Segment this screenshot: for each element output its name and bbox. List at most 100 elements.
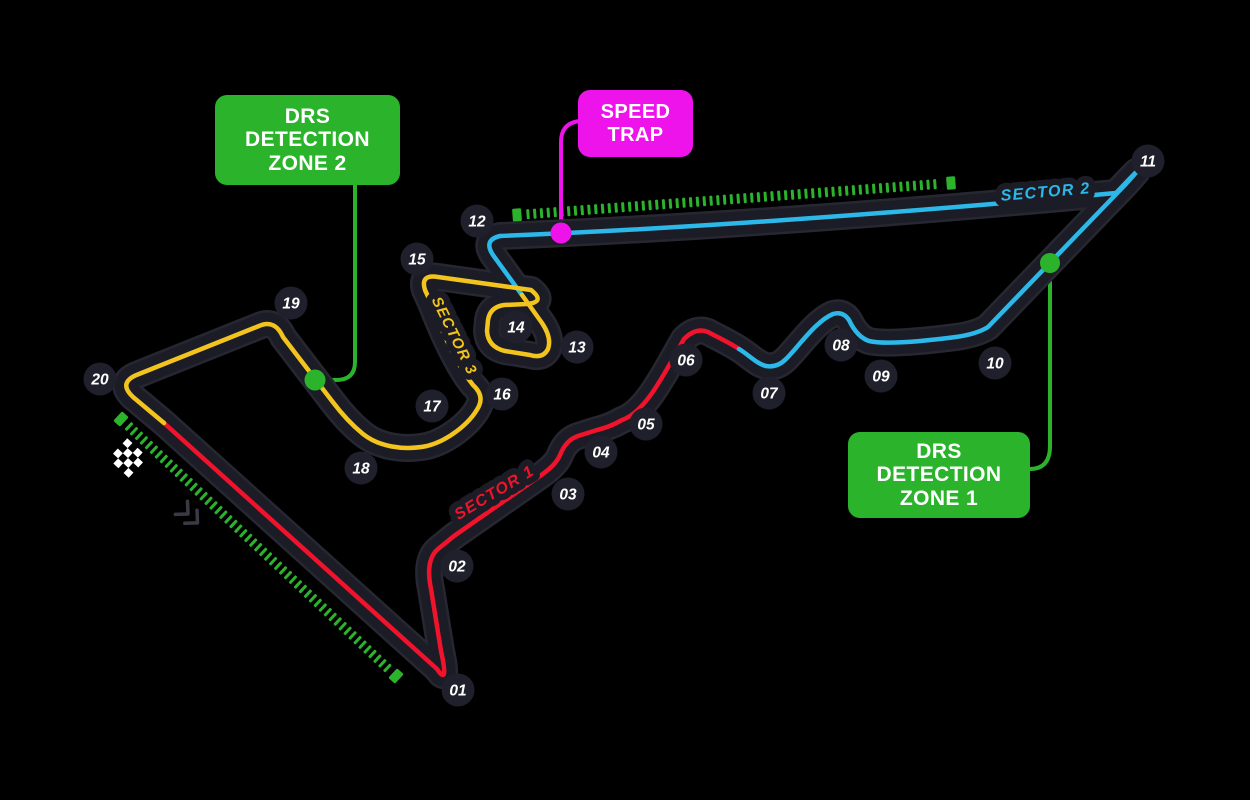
drs-tick bbox=[790, 189, 795, 200]
drs-tick bbox=[831, 186, 835, 197]
drs-tick bbox=[756, 192, 761, 203]
turn-02-badge: 02 bbox=[440, 549, 474, 583]
drs-tick bbox=[219, 510, 228, 519]
drs-tick bbox=[338, 621, 347, 631]
turn-number: 06 bbox=[677, 353, 695, 370]
turn-number: 02 bbox=[448, 559, 466, 576]
sector-1-racing-line bbox=[161, 328, 742, 678]
drs-tick bbox=[348, 631, 357, 640]
drs-tick bbox=[750, 192, 754, 203]
drs-tick bbox=[234, 524, 243, 533]
drs-tick bbox=[709, 195, 713, 206]
drs-tick bbox=[587, 204, 591, 215]
drs-tick bbox=[573, 205, 578, 216]
drs-tick bbox=[695, 196, 700, 207]
turn-04-badge: 04 bbox=[584, 435, 618, 469]
drs-tick bbox=[264, 552, 273, 561]
drs-tick bbox=[259, 547, 268, 557]
drs-tick bbox=[580, 205, 584, 216]
sector-2-racing-line bbox=[487, 169, 1139, 369]
turn-10-badge: 10 bbox=[978, 346, 1012, 380]
drs-tick bbox=[844, 185, 849, 196]
drs-tick bbox=[655, 199, 659, 210]
drs-detection-zone-1-callout: DRS DETECTION ZONE 1 bbox=[848, 432, 1030, 518]
turn-17-badge: 17 bbox=[415, 389, 449, 423]
drs-tick bbox=[353, 635, 362, 645]
drs-tick bbox=[865, 184, 869, 195]
drs-tick bbox=[328, 612, 337, 622]
drs-tick bbox=[164, 459, 173, 468]
turn-05-badge: 05 bbox=[629, 407, 663, 441]
drs-tick bbox=[363, 645, 372, 654]
drs-tick bbox=[607, 203, 612, 214]
drs-tick bbox=[722, 194, 727, 205]
flag-cell bbox=[123, 458, 134, 468]
drs-tick bbox=[204, 496, 213, 506]
turn-07-badge: 07 bbox=[752, 376, 786, 410]
drs-tick bbox=[668, 198, 673, 209]
drs-tick bbox=[318, 603, 327, 612]
drs-tick bbox=[323, 607, 332, 617]
drs-tick bbox=[926, 179, 930, 190]
drs-tick bbox=[702, 196, 707, 207]
drs-tick bbox=[539, 208, 544, 219]
drs-tick bbox=[743, 193, 747, 204]
drs-tick bbox=[838, 186, 842, 197]
drs-tick bbox=[872, 183, 876, 194]
drs-tick bbox=[811, 188, 815, 199]
drs-tick bbox=[288, 575, 298, 584]
turn-number: 17 bbox=[423, 399, 442, 416]
drs-tick bbox=[378, 659, 387, 668]
turn-number: 18 bbox=[352, 461, 370, 478]
drs-zone-1-connector-line bbox=[1026, 261, 1052, 471]
drs-tick bbox=[179, 473, 188, 482]
drs-tick bbox=[368, 649, 377, 659]
drs-tick bbox=[313, 598, 322, 608]
turn-19-badge: 19 bbox=[274, 286, 308, 320]
turn-number: 12 bbox=[468, 214, 486, 231]
flag-cell bbox=[123, 467, 134, 478]
sector-3-racing-line bbox=[124, 274, 552, 451]
drs-tick bbox=[239, 529, 248, 538]
drs-tick bbox=[189, 482, 198, 492]
drs-tick bbox=[804, 188, 808, 199]
turn-number: 10 bbox=[986, 356, 1004, 373]
drs-tick bbox=[553, 207, 557, 218]
turn-number: 09 bbox=[872, 369, 890, 386]
drs-tick bbox=[912, 180, 917, 191]
drs-tick bbox=[358, 640, 367, 649]
drs-tick bbox=[303, 589, 312, 598]
drs-tick bbox=[124, 422, 134, 431]
drs-tick bbox=[919, 180, 924, 191]
drs-tick bbox=[824, 187, 829, 198]
drs-tick bbox=[933, 179, 937, 190]
drs-tick bbox=[199, 491, 208, 501]
drs-zone-end-block bbox=[946, 176, 956, 190]
drs-tick bbox=[858, 184, 863, 195]
turn-number: 01 bbox=[449, 683, 466, 700]
flag-cell bbox=[122, 448, 133, 458]
drs-tick bbox=[905, 181, 910, 192]
drs-tick bbox=[134, 431, 144, 441]
drs-tick bbox=[279, 566, 288, 575]
chevron-icon bbox=[173, 499, 190, 517]
drs-tick bbox=[566, 206, 571, 217]
drs-zone-end-block bbox=[388, 668, 404, 684]
drs-tick bbox=[373, 654, 382, 663]
drs-tick bbox=[144, 440, 153, 450]
drs-tick bbox=[594, 204, 598, 215]
drs-tick bbox=[641, 200, 646, 211]
turn-number: 11 bbox=[1140, 154, 1156, 171]
drs-tick bbox=[736, 193, 740, 204]
turn-18-badge: 18 bbox=[344, 451, 378, 485]
turn-number: 14 bbox=[507, 320, 525, 337]
drs-tick bbox=[892, 182, 896, 193]
drs-tick bbox=[648, 200, 652, 211]
turn-12-badge: 12 bbox=[460, 204, 494, 238]
drs-tick bbox=[269, 556, 278, 566]
drs-tick bbox=[308, 594, 317, 603]
drs-zone-end-block bbox=[113, 411, 129, 427]
speed-trap-connector-line bbox=[559, 119, 582, 235]
